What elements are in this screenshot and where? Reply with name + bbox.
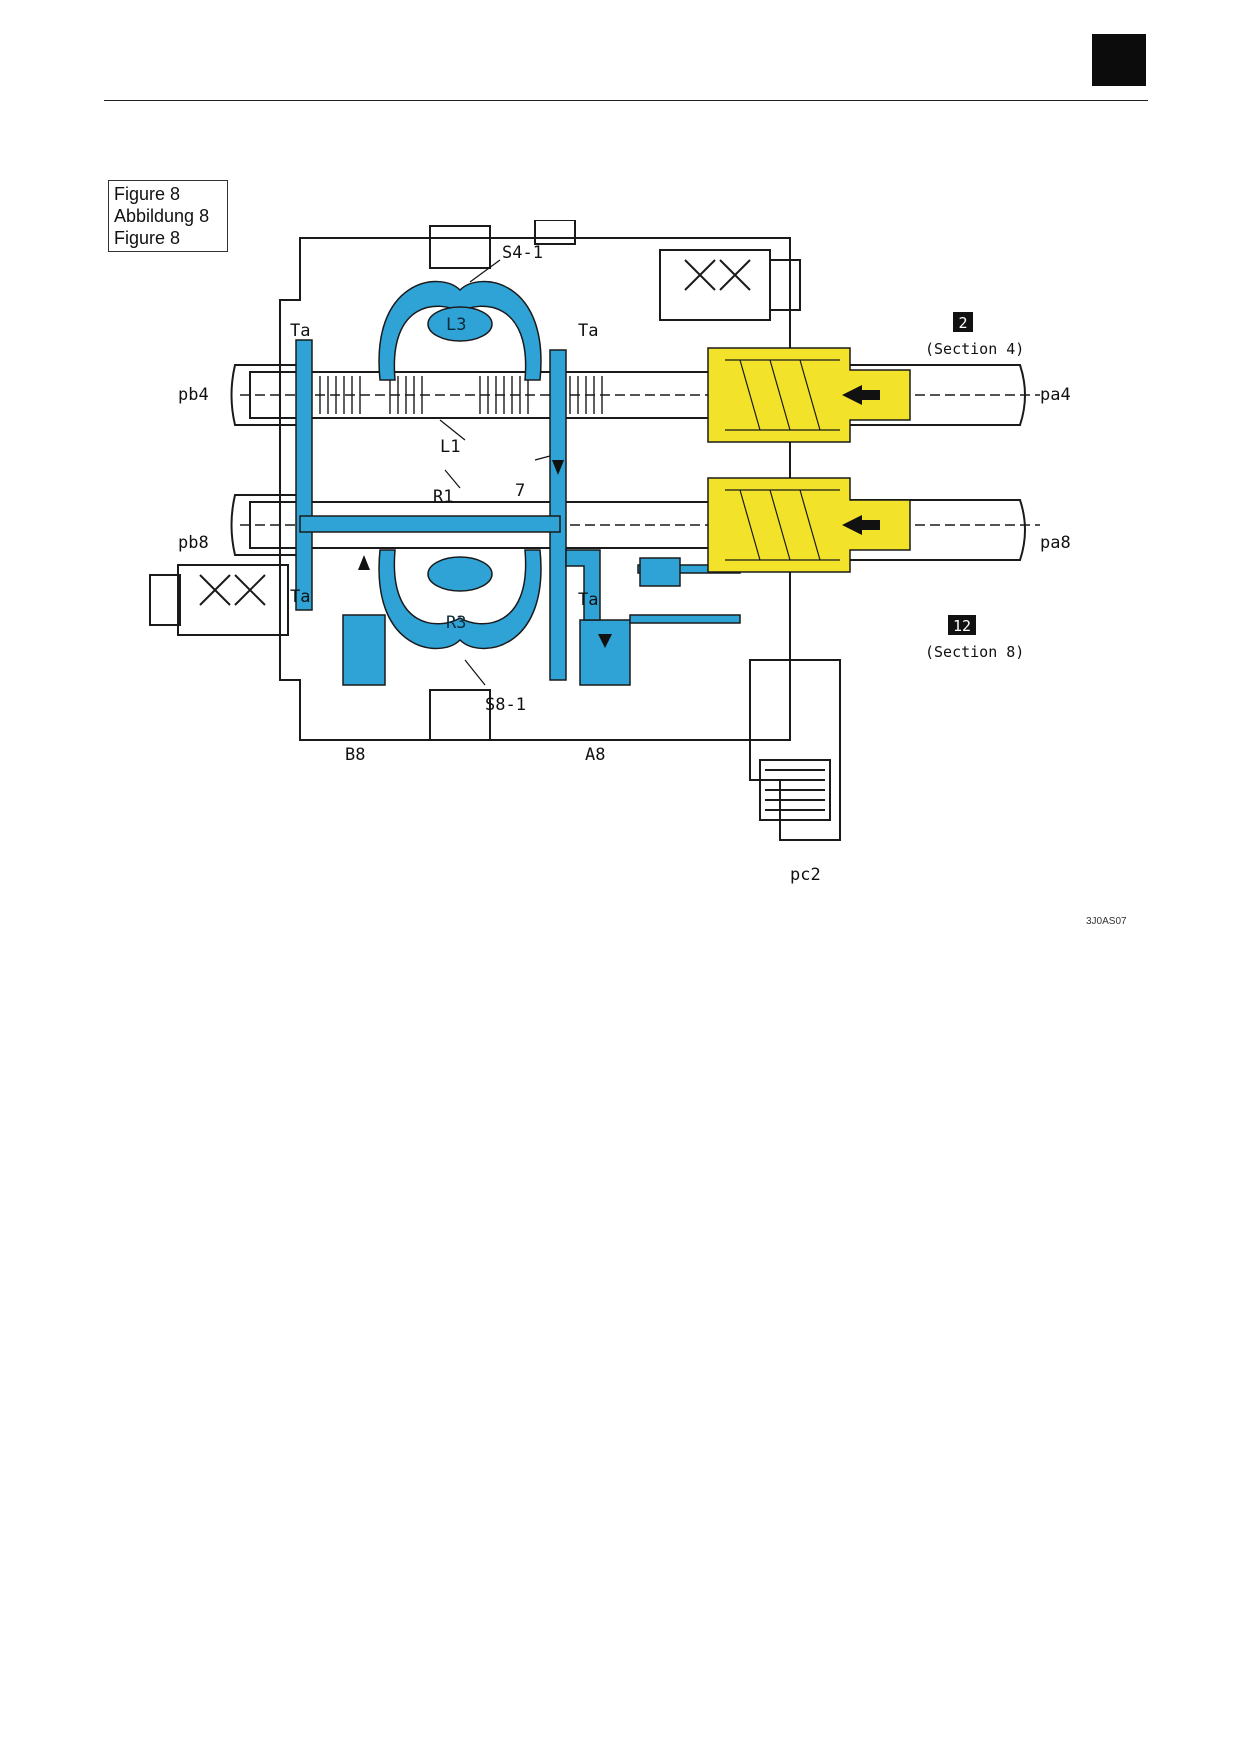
solenoid-lower-cap bbox=[149, 574, 181, 626]
section-badge-8: 12 (Section 8) bbox=[925, 615, 1024, 661]
leader-7 bbox=[534, 455, 551, 461]
solenoid-lower-body bbox=[177, 564, 289, 636]
label-r1: R1 bbox=[433, 487, 453, 507]
port-b8-block bbox=[342, 614, 386, 686]
label-a8: A8 bbox=[585, 745, 605, 765]
label-b8: B8 bbox=[345, 745, 365, 765]
port-a8-block bbox=[579, 619, 631, 686]
label-pb8: pb8 bbox=[178, 533, 209, 553]
label-pb4: pb4 bbox=[178, 385, 209, 405]
chamber-l3 bbox=[427, 306, 493, 342]
label-l1: L1 bbox=[440, 437, 460, 457]
left-end-cap-lower bbox=[230, 494, 300, 556]
label-ta-bottom-left: Ta bbox=[290, 587, 310, 607]
figure-caption: Figure 8 Abbildung 8 Figure 8 bbox=[108, 180, 228, 252]
label-s8-1: S8-1 bbox=[485, 695, 526, 715]
leader-r1 bbox=[444, 469, 461, 489]
caption-line-3: Figure 8 bbox=[114, 228, 181, 248]
flow-s8-loop bbox=[378, 549, 542, 650]
pilot-chamber-pa8 bbox=[707, 477, 911, 573]
top-small-fitting bbox=[534, 219, 576, 245]
left-end-cap-upper bbox=[230, 364, 300, 426]
image-code: 3J0AS07 bbox=[1086, 916, 1127, 927]
label-ta-bottom-right: Ta bbox=[578, 590, 598, 610]
passage-left-vertical bbox=[295, 339, 313, 611]
arrow-pa4 bbox=[842, 385, 880, 405]
lower-spool-core bbox=[299, 515, 561, 533]
lower-spool-centerline bbox=[240, 394, 1040, 526]
solenoid-lower-cross bbox=[199, 574, 266, 606]
solenoid-upper-cap bbox=[769, 259, 801, 311]
header-rule bbox=[104, 100, 1148, 101]
arrow-up-b8 bbox=[358, 555, 370, 570]
arrow-down-7 bbox=[552, 460, 564, 475]
badge-number-2: 2 bbox=[958, 314, 967, 332]
section-badge-4: 2 (Section 4) bbox=[925, 312, 1024, 358]
badge-section-8: (Section 8) bbox=[925, 643, 1024, 661]
bottom-plug-s8 bbox=[429, 689, 491, 741]
pilot-chamber-pa4 bbox=[707, 347, 911, 443]
chamber-r3 bbox=[427, 556, 493, 592]
badge-section-4: (Section 4) bbox=[925, 340, 1024, 358]
caption-line-2: Abbildung 8 bbox=[114, 206, 210, 226]
pc2-spring bbox=[765, 769, 825, 811]
label-l3: L3 bbox=[446, 315, 466, 335]
top-plug-s4 bbox=[429, 225, 491, 269]
label-s4-1: S4-1 bbox=[502, 243, 543, 263]
flow-s4-loop bbox=[378, 280, 542, 381]
control-valve-section-diagram: S4-1 L3 Ta Ta pb4 pa4 L1 R1 7 pb8 pa8 Ta… bbox=[140, 219, 1100, 900]
passage-a8-feed bbox=[565, 549, 601, 621]
arrow-pa8 bbox=[842, 515, 880, 535]
label-pa8: pa8 bbox=[1040, 533, 1071, 553]
pc2-poppet bbox=[639, 557, 681, 587]
pa8-spring bbox=[725, 489, 840, 561]
corner-tab-marker bbox=[1092, 34, 1146, 86]
caption-line-1: Figure 8 bbox=[114, 184, 181, 204]
valve-cross-section: S4-1 L3 Ta Ta pb4 pa4 L1 R1 7 pb8 pa8 Ta… bbox=[149, 219, 1071, 885]
badge-number-12: 12 bbox=[953, 617, 971, 635]
arrow-down-a8 bbox=[598, 634, 612, 648]
label-7: 7 bbox=[515, 481, 525, 501]
label-ta-top-left: Ta bbox=[290, 321, 310, 341]
label-r3: R3 bbox=[446, 613, 466, 633]
passage-center-vertical bbox=[549, 349, 567, 681]
label-pa4: pa4 bbox=[1040, 385, 1071, 405]
leader-s8 bbox=[464, 659, 486, 686]
leader-l1 bbox=[439, 419, 466, 441]
pc2-valve-housing bbox=[749, 659, 841, 841]
right-housing-lower bbox=[790, 499, 1026, 561]
solenoid-upper-cross bbox=[684, 259, 751, 291]
leader-s4 bbox=[469, 259, 501, 283]
pc2-spring-chamber bbox=[759, 759, 831, 821]
label-ta-top-right: Ta bbox=[578, 321, 598, 341]
pa4-spring bbox=[725, 359, 840, 431]
label-pc2: pc2 bbox=[790, 865, 821, 885]
